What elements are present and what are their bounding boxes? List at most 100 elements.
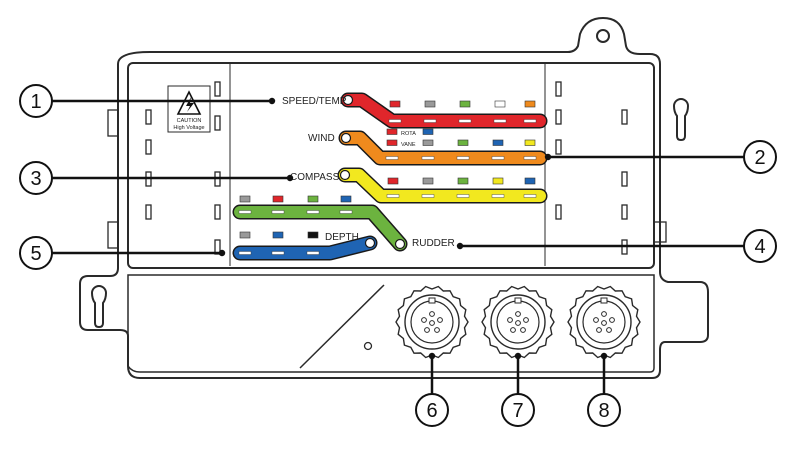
connector-pin <box>424 327 430 333</box>
terminal-slot <box>339 210 353 214</box>
wire-tag-green <box>459 100 471 108</box>
terminal-slot <box>388 119 402 123</box>
keyhole-right <box>672 98 690 142</box>
wire-tag-grey <box>422 177 434 185</box>
terminal-slot <box>491 156 505 160</box>
caution-label: CAUTION High Voltage <box>167 85 211 133</box>
wire-tag-green <box>307 195 319 203</box>
connector-pin <box>609 317 615 323</box>
caution-text: CAUTION <box>177 118 202 124</box>
cable-grommet-icon <box>342 94 354 106</box>
wire-tag-orange <box>524 100 536 108</box>
cable-grommet-icon <box>394 238 406 250</box>
connector-key-notch <box>514 297 522 304</box>
callout-7: 7 <box>501 352 535 427</box>
connector-pin <box>515 320 521 326</box>
connector-ring <box>490 294 546 350</box>
terminal-slot <box>523 194 537 198</box>
callout-number: 7 <box>512 400 523 422</box>
screw-hole <box>363 341 373 351</box>
connector-pin <box>429 320 435 326</box>
callout-number: 4 <box>754 236 765 258</box>
cable-label-rudder: RUDDER <box>412 238 455 249</box>
callout-8: 8 <box>587 352 621 427</box>
high-voltage-text: High Voltage <box>173 125 204 131</box>
connector-pin <box>421 317 427 323</box>
callout-2: 2 <box>544 140 777 174</box>
cable-label-wind: WIND <box>308 133 335 144</box>
callout-circle <box>501 393 535 427</box>
callout-circle <box>415 393 449 427</box>
wire-tag-red <box>386 128 398 135</box>
callout-number: 1 <box>30 91 41 113</box>
terminal-slot <box>421 156 435 160</box>
wire-tag-grey <box>239 195 251 203</box>
connector-key-notch <box>600 297 608 304</box>
band-speed-temp <box>340 92 548 129</box>
connector-pin <box>606 327 612 333</box>
wire-tag-black <box>307 231 319 239</box>
connector-ring <box>404 294 460 350</box>
terminal-slot <box>385 156 399 160</box>
terminal-slot <box>306 210 320 214</box>
band-wind <box>338 130 548 166</box>
lightning-icon <box>186 97 194 112</box>
wire-tag-grey <box>422 139 434 146</box>
callout-circle <box>19 84 53 118</box>
connector-pin <box>601 320 607 326</box>
wire-tag-grey <box>239 231 251 239</box>
leader-dot <box>544 153 552 161</box>
callout-6: 6 <box>415 352 449 427</box>
leader-dot <box>514 352 522 360</box>
connector-pin <box>601 311 607 317</box>
wire-tag-blue <box>340 195 352 203</box>
connector-pin <box>437 317 443 323</box>
callout-circle <box>743 229 777 263</box>
wire-tag-grey <box>424 100 436 108</box>
band-rudder <box>232 195 408 252</box>
terminal-slot <box>456 194 470 198</box>
enclosure <box>79 16 709 379</box>
mounting-hole-top-right <box>596 29 610 43</box>
wire-tag-blue <box>524 177 536 185</box>
leader-dot <box>428 352 436 360</box>
keyhole-left <box>90 285 108 329</box>
wire-tag-yellow <box>524 139 536 146</box>
leader-dot <box>268 97 276 105</box>
connector-pin <box>429 311 435 317</box>
wind-sub-label-vane: VANE <box>401 142 416 148</box>
connector-pin <box>434 327 440 333</box>
terminal-slot <box>523 156 537 160</box>
connector-pin <box>515 311 521 317</box>
leader-dot <box>218 249 226 257</box>
connector-pin <box>507 317 513 323</box>
cable-bands <box>232 92 548 261</box>
leader-dot <box>286 174 294 182</box>
terminal-slot <box>423 119 437 123</box>
band-depth <box>232 231 378 261</box>
connector-pin <box>520 327 526 333</box>
cover-edge <box>299 284 385 369</box>
connector-pin <box>593 317 599 323</box>
terminal-slot <box>238 251 252 255</box>
callout-circle <box>587 393 621 427</box>
callout-number: 8 <box>598 400 609 422</box>
terminal-slot <box>493 119 507 123</box>
band-fill-depth <box>234 237 376 259</box>
terminal-slot <box>238 210 252 214</box>
wire-tag-red <box>389 100 401 108</box>
connector-pin <box>510 327 516 333</box>
callout-1: 1 <box>19 84 276 118</box>
connectors <box>395 285 641 359</box>
connector-pin <box>596 327 602 333</box>
leader-dot <box>600 352 608 360</box>
wire-tag-yellow <box>492 177 504 185</box>
callout-number: 6 <box>426 400 437 422</box>
wire-tag-blue <box>492 139 504 146</box>
callout-number: 3 <box>30 168 41 190</box>
cable-label-depth: DEPTH <box>325 232 359 243</box>
terminal-slot <box>271 251 285 255</box>
